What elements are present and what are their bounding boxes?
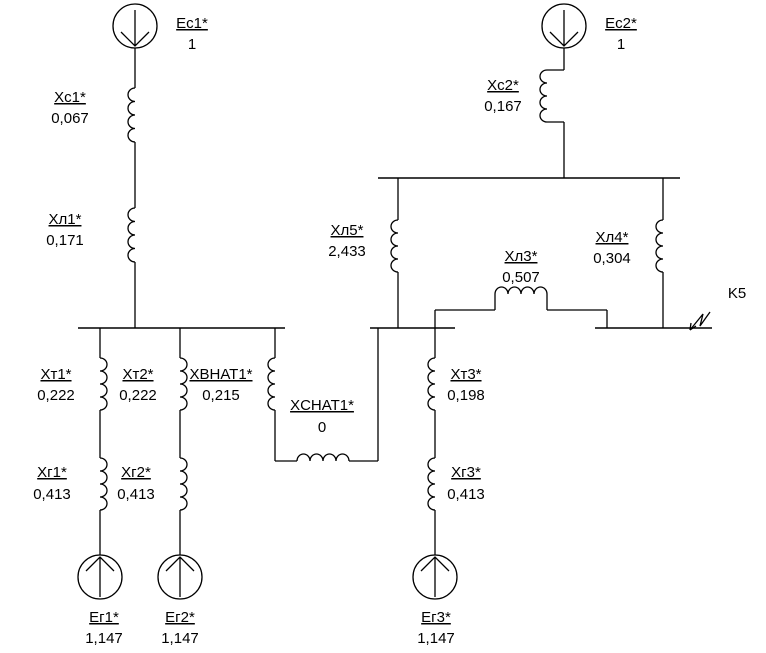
xvnat1-name: XВНАТ1* [189,366,252,383]
xc2-value: 0,167 [484,98,522,115]
xg2-value: 0,413 [117,486,155,503]
xc2-name: Xc2* [487,77,519,94]
xg1-value: 0,413 [33,486,71,503]
xl3-inductor [494,286,548,295]
ec1-value: 1 [188,36,196,53]
xg1-name: Xг1* [37,464,67,481]
fault-k5-label: K5 [728,285,746,302]
xc1-inductor [127,87,136,143]
eg1-source [77,554,123,600]
xl1-name: Xл1* [49,211,82,228]
xg3-name: Xг3* [451,464,481,481]
xl1-value: 0,171 [46,232,84,249]
xg1-inductor [99,457,108,511]
ec2-value: 1 [617,36,625,53]
xsnat1-value: 0 [318,419,326,436]
xt2-value: 0,222 [119,387,157,404]
ec1-source [112,3,158,49]
xl1-inductor [127,207,136,263]
eg3-name: Eг3* [421,609,451,626]
xg2-name: Xг2* [121,464,151,481]
xg3-value: 0,413 [447,486,485,503]
xl5-value: 2,433 [328,243,366,260]
xt3-value: 0,198 [447,387,485,404]
xc1-name: Xc1* [54,89,86,106]
xl4-name: Xл4* [596,229,629,246]
xl3-name: Xл3* [505,248,538,265]
eg1-name: Eг1* [89,609,119,626]
eg3-value: 1,147 [417,630,455,647]
eg2-value: 1,147 [161,630,199,647]
eg3-source [412,554,458,600]
xsnat1-inductor [296,453,350,462]
eg1-value: 1,147 [85,630,123,647]
xt3-inductor [427,357,436,411]
fault-k5-symbol [689,311,711,331]
xsnat1-name: XСНАТ1* [290,397,354,414]
ec2-name: Ec2* [605,15,637,32]
xl4-inductor [655,219,664,273]
xt1-name: Xт1* [40,366,71,383]
xl5-name: Xл5* [331,222,364,239]
ec1-name: Ec1* [176,15,208,32]
xt1-inductor [99,357,108,411]
xt1-value: 0,222 [37,387,75,404]
eg2-source [157,554,203,600]
xvnat1-value: 0,215 [202,387,240,404]
xg2-inductor [179,457,188,511]
eg2-name: Eг2* [165,609,195,626]
xt2-name: Xт2* [122,366,153,383]
xvnat1-inductor [267,357,276,411]
ec2-source [541,3,587,49]
xl4-value: 0,304 [593,250,631,267]
xg3-inductor [427,457,436,511]
xt3-name: Xт3* [450,366,481,383]
xl3-value: 0,507 [502,269,540,286]
xc2-inductor [539,69,548,123]
xt2-inductor [179,357,188,411]
xl5-inductor [390,219,399,273]
xc1-value: 0,067 [51,110,89,127]
